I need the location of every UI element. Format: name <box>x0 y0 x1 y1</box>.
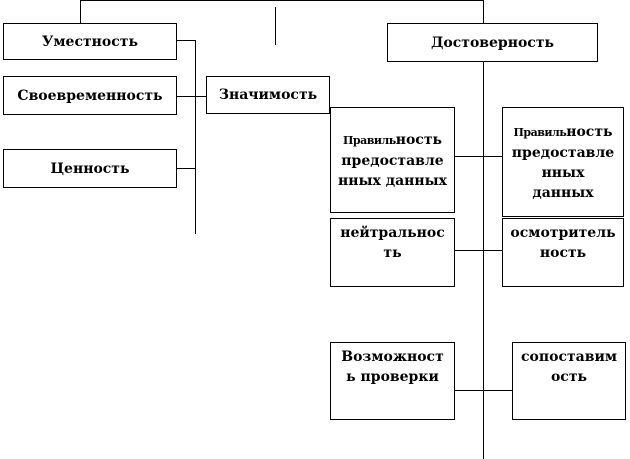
correctness-middle-rest: ность предоставле нных данных <box>337 131 448 189</box>
verifiability-box: Возможност ь проверки <box>330 342 455 420</box>
reliability-vertical-trunk <box>483 0 484 459</box>
correctness-right-label: Правильность предоставле нных данных <box>509 122 617 203</box>
correctness-right-prefix: Правиль <box>513 125 567 139</box>
relevance-box: Уместность <box>3 23 177 60</box>
top-connector-left-stem <box>80 0 81 24</box>
significance-box: Значимость <box>206 76 330 114</box>
correctness-middle-prefix: Правиль <box>342 133 396 147</box>
timeliness-label: Своевременность <box>17 87 163 104</box>
verifiability-label: Возможност ь проверки <box>341 349 444 385</box>
neutrality-label: нейтральнос ть <box>340 225 445 261</box>
timeliness-box: Своевременность <box>3 76 177 115</box>
value-link <box>177 168 196 169</box>
correctness-middle-label: Правильность предоставле нных данных <box>337 130 448 191</box>
prudence-box: осмотритель ность <box>502 218 624 287</box>
relevance-link <box>177 40 196 41</box>
neutrality-link <box>455 250 503 251</box>
correctness-middle-box: Правильность предоставле нных данных <box>330 107 455 213</box>
correctness-right-rest: ность предоставле нных данных <box>511 123 615 201</box>
reliability-label: Достоверность <box>430 34 555 51</box>
correctness-right-box: Правильность предоставле нных данных <box>502 107 624 217</box>
significance-vertical-bus <box>195 40 196 234</box>
timeliness-link <box>177 96 207 97</box>
top-connector-center-stem <box>275 7 276 45</box>
top-connector-horizontal <box>80 0 483 1</box>
correctness-link <box>455 156 503 157</box>
verifiability-link <box>455 390 513 391</box>
prudence-label: осмотритель ность <box>510 225 616 261</box>
relevance-label: Уместность <box>42 33 138 50</box>
value-label: Ценность <box>50 160 130 177</box>
value-box: Ценность <box>3 149 177 188</box>
comparability-box: сопоставим ость <box>512 342 626 420</box>
reliability-box: Достоверность <box>387 23 598 62</box>
neutrality-box: нейтральнос ть <box>330 218 455 287</box>
comparability-label: сопоставим ость <box>521 349 617 385</box>
significance-label: Значимость <box>218 87 318 103</box>
